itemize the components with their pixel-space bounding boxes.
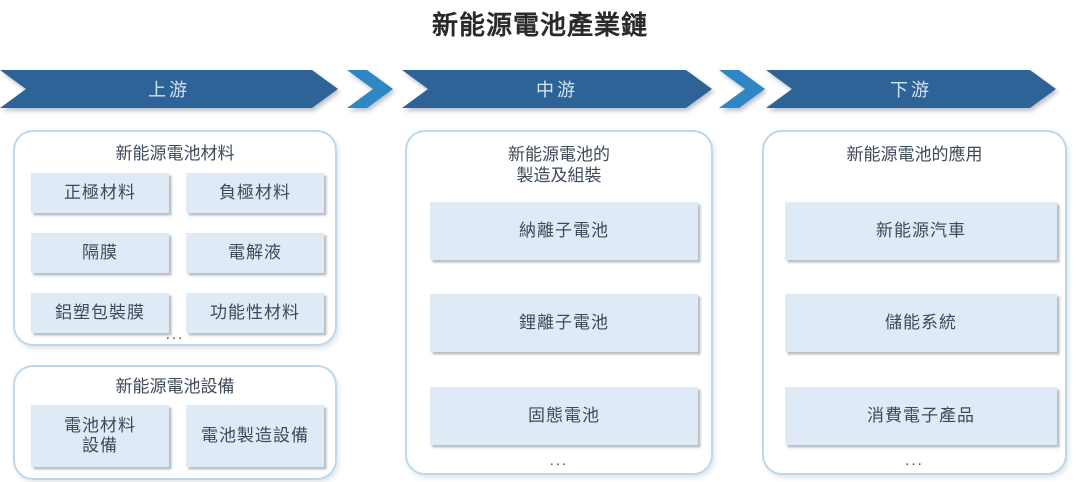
- chevron-arrow-icon: [347, 70, 393, 108]
- item-functional-materials: 功能性材料: [186, 293, 324, 333]
- stage-banner-midstream: 中游: [402, 70, 712, 108]
- page-title: 新能源電池產業鏈: [431, 10, 648, 40]
- downstream-applications-group: 新能源電池的應用 新能源汽車 儲能系統 消費電子產品 ...: [762, 130, 1067, 475]
- item-electrolyte: 電解液: [186, 233, 324, 273]
- item-anode-materials: 負極材料: [186, 173, 324, 213]
- item-sodium-ion-battery: 納離子電池: [430, 202, 698, 260]
- item-cathode-materials: 正極材料: [31, 173, 169, 213]
- upstream-equipment-group: 新能源電池設備 電池材料 設備 電池製造設備: [13, 365, 337, 480]
- group-header: 新能源電池設備: [115, 377, 235, 396]
- more-items-ellipsis: ...: [549, 452, 569, 469]
- more-items-ellipsis: ...: [165, 326, 185, 343]
- item-battery-manufacturing-equipment: 電池製造設備: [186, 405, 324, 467]
- downstream-ribbon-shape: 下游: [766, 70, 1056, 108]
- item-energy-storage-systems: 儲能系統: [785, 294, 1057, 352]
- group-header: 新能源電池的應用: [846, 145, 983, 164]
- stage-banner-downstream: 下游: [766, 70, 1056, 108]
- stage-label-upstream: 上游: [148, 80, 190, 100]
- upstream-materials-group: 新能源電池材料 正極材料 負極材料 隔膜 電解液 鋁塑包裝膜 功能性材料 ...: [13, 130, 337, 346]
- midstream-ribbon-shape: 中游: [402, 70, 712, 108]
- item-separator: 隔膜: [31, 233, 169, 273]
- item-lithium-ion-battery: 鋰離子電池: [430, 294, 698, 352]
- stage-label-midstream: 中游: [536, 80, 578, 100]
- group-header: 新能源電池的 製造及組裝: [508, 145, 610, 185]
- group-header: 新能源電池材料: [115, 144, 235, 163]
- stage-banner-upstream: 上游: [0, 70, 338, 108]
- item-aluminum-plastic-film: 鋁塑包裝膜: [31, 293, 169, 333]
- item-consumer-electronics: 消費電子產品: [785, 387, 1057, 445]
- more-items-ellipsis: ...: [905, 452, 924, 469]
- stage-label-downstream: 下游: [890, 80, 932, 100]
- item-battery-material-equipment: 電池材料 設備: [31, 405, 169, 467]
- item-new-energy-vehicles: 新能源汽車: [785, 202, 1057, 260]
- chevron-arrow-icon: [719, 70, 765, 108]
- item-solid-state-battery: 固態電池: [430, 387, 698, 445]
- upstream-ribbon-shape: 上游: [0, 70, 338, 108]
- midstream-manufacturing-group: 新能源電池的 製造及組裝 納離子電池 鋰離子電池 固態電池 ...: [405, 130, 713, 475]
